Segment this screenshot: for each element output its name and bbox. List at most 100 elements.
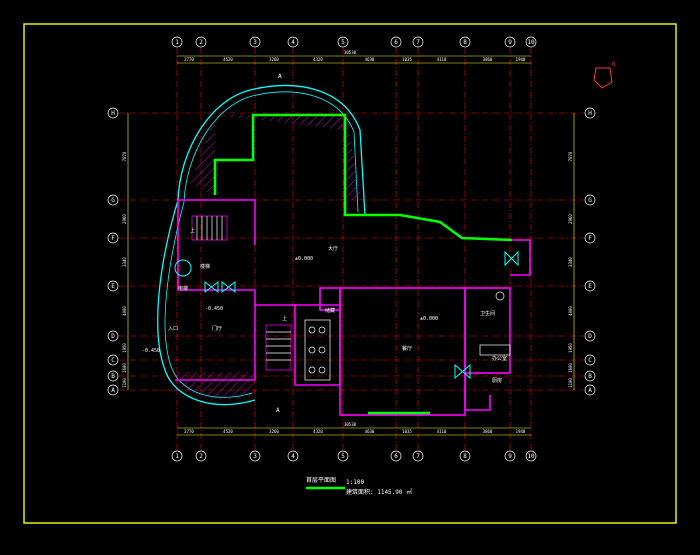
axis-bubble-left: C [107,354,119,366]
svg-text:A: A [588,387,592,394]
dim-text: 4320 [313,57,323,62]
dim-text: 3340 [568,257,573,267]
dim-text: 4320 [313,429,323,434]
label-up1: 上 [190,227,195,234]
label-stair: 楼梯 [200,263,210,270]
svg-text:H: H [588,110,592,117]
label-level-hall: ±0.000 [295,256,313,262]
svg-text:5: 5 [341,39,345,46]
axis-bubble-top: 5 [337,36,349,48]
dim-text: 7870 [568,151,573,161]
svg-text:6: 6 [394,453,398,460]
door-symbols [174,250,519,380]
label-room-right: 餐厅 [402,345,412,352]
dim-text: 3260 [269,57,279,62]
axis-bubble-top: 8 [459,36,471,48]
drawing-area: 建筑面积: 1145.90 ㎡ [346,488,412,496]
axis-bubble-top: 9 [504,36,516,48]
svg-text:9: 9 [508,453,512,460]
room-labels: 大厅 ±0.000 餐厅 ±0.000 门厅 -0.450 入口 -0.450 … [142,227,507,384]
dim-text: 7870 [122,151,127,161]
dim-text: 1035 [402,57,412,62]
axis-bubble-top: 4 [287,36,299,48]
dim-text: 4000 [122,306,127,316]
svg-text:2: 2 [199,453,203,460]
dim-text: 1100 [568,378,573,388]
svg-text:F: F [588,235,592,242]
label-office: 办公室 [492,355,507,362]
title-block: 首层平面图 1:100 建筑面积: 1145.90 ㎡ [306,476,412,496]
svg-text:H: H [111,110,115,117]
svg-text:7: 7 [416,453,420,460]
label-level-out: -0.450 [142,348,160,354]
svg-text:4: 4 [291,453,295,460]
dim-text: 2770 [184,57,194,62]
axis-bubble-left: A [107,384,119,396]
svg-text:C: C [111,357,115,364]
dim-text: 1100 [122,378,127,388]
axis-bubble-right: H [584,107,596,119]
dim-text: 3860 [483,57,493,62]
axis-bubble-right: A [584,384,596,396]
svg-text:3: 3 [253,39,257,46]
feature-walls [213,113,513,490]
label-entrance: 入口 [168,326,178,332]
svg-text:B: B [111,373,115,380]
svg-text:B: B [588,373,592,380]
dim-text: 1600 [122,363,127,373]
svg-text:4: 4 [291,39,295,46]
label-kitchen: 厨房 [492,377,502,384]
dim-text: 2770 [184,429,194,434]
dim-text: 2960 [568,214,573,224]
axis-bubble-left: E [107,280,119,292]
axis-bubble-bottom: 8 [459,450,471,462]
label-lift: 电梯 [178,285,188,292]
axis-bubble-bottom: 4 [287,450,299,462]
stamp-icon: G [593,61,616,89]
axis-bubble-top: 7 [412,36,424,48]
svg-text:9: 9 [508,39,512,46]
axis-bubble-bottom: 5 [337,450,349,462]
axis-bubble-right: C [584,354,596,366]
axis-bubble-bottom: 2 [195,450,207,462]
drawing-scale: 1:100 [346,479,364,486]
svg-text:D: D [111,333,115,340]
svg-text:D: D [588,333,592,340]
hatch-bottom-left [172,372,255,400]
label-room-left: 门厅 [212,325,222,332]
dim-text: 3260 [269,429,279,434]
curved-outline-inner [164,91,359,398]
axis-bubble-top: 6 [390,36,402,48]
axis-bubble-left: D [107,330,119,342]
axis-bubble-top: 10 [525,36,537,48]
label-main-hall: 大厅 [328,245,338,252]
dim-text: 1950 [122,343,127,353]
svg-text:G: G [588,197,592,204]
drawing-border [23,23,677,524]
dim-text: 3340 [122,257,127,267]
dim-text: 4520 [223,429,233,434]
label-up2: 上 [282,315,287,322]
walls [175,199,531,416]
svg-text:F: F [111,235,115,242]
axis-bubble-right: E [584,280,596,292]
axis-bubble-left: G [107,194,119,206]
svg-text:1: 1 [175,39,179,46]
dim-total: 30530 [344,50,357,55]
drawing-title: 首层平面图 [306,476,336,484]
axis-bubble-right: B [584,370,596,382]
axis-bubble-left: B [107,370,119,382]
axis-bubble-bottom: 1 [171,450,183,462]
stamp-glyph: G [612,61,616,68]
axis-bubble-bottom: 9 [504,450,516,462]
svg-text:A: A [111,387,115,394]
dim-text: 4630 [365,429,375,434]
svg-text:10: 10 [527,39,535,46]
label-storage: 储藏 [325,307,335,314]
svg-text:7: 7 [416,39,420,46]
dim-text: 4520 [223,57,233,62]
axis-bubble-bottom: 6 [390,450,402,462]
dim-text: 3860 [483,429,493,434]
